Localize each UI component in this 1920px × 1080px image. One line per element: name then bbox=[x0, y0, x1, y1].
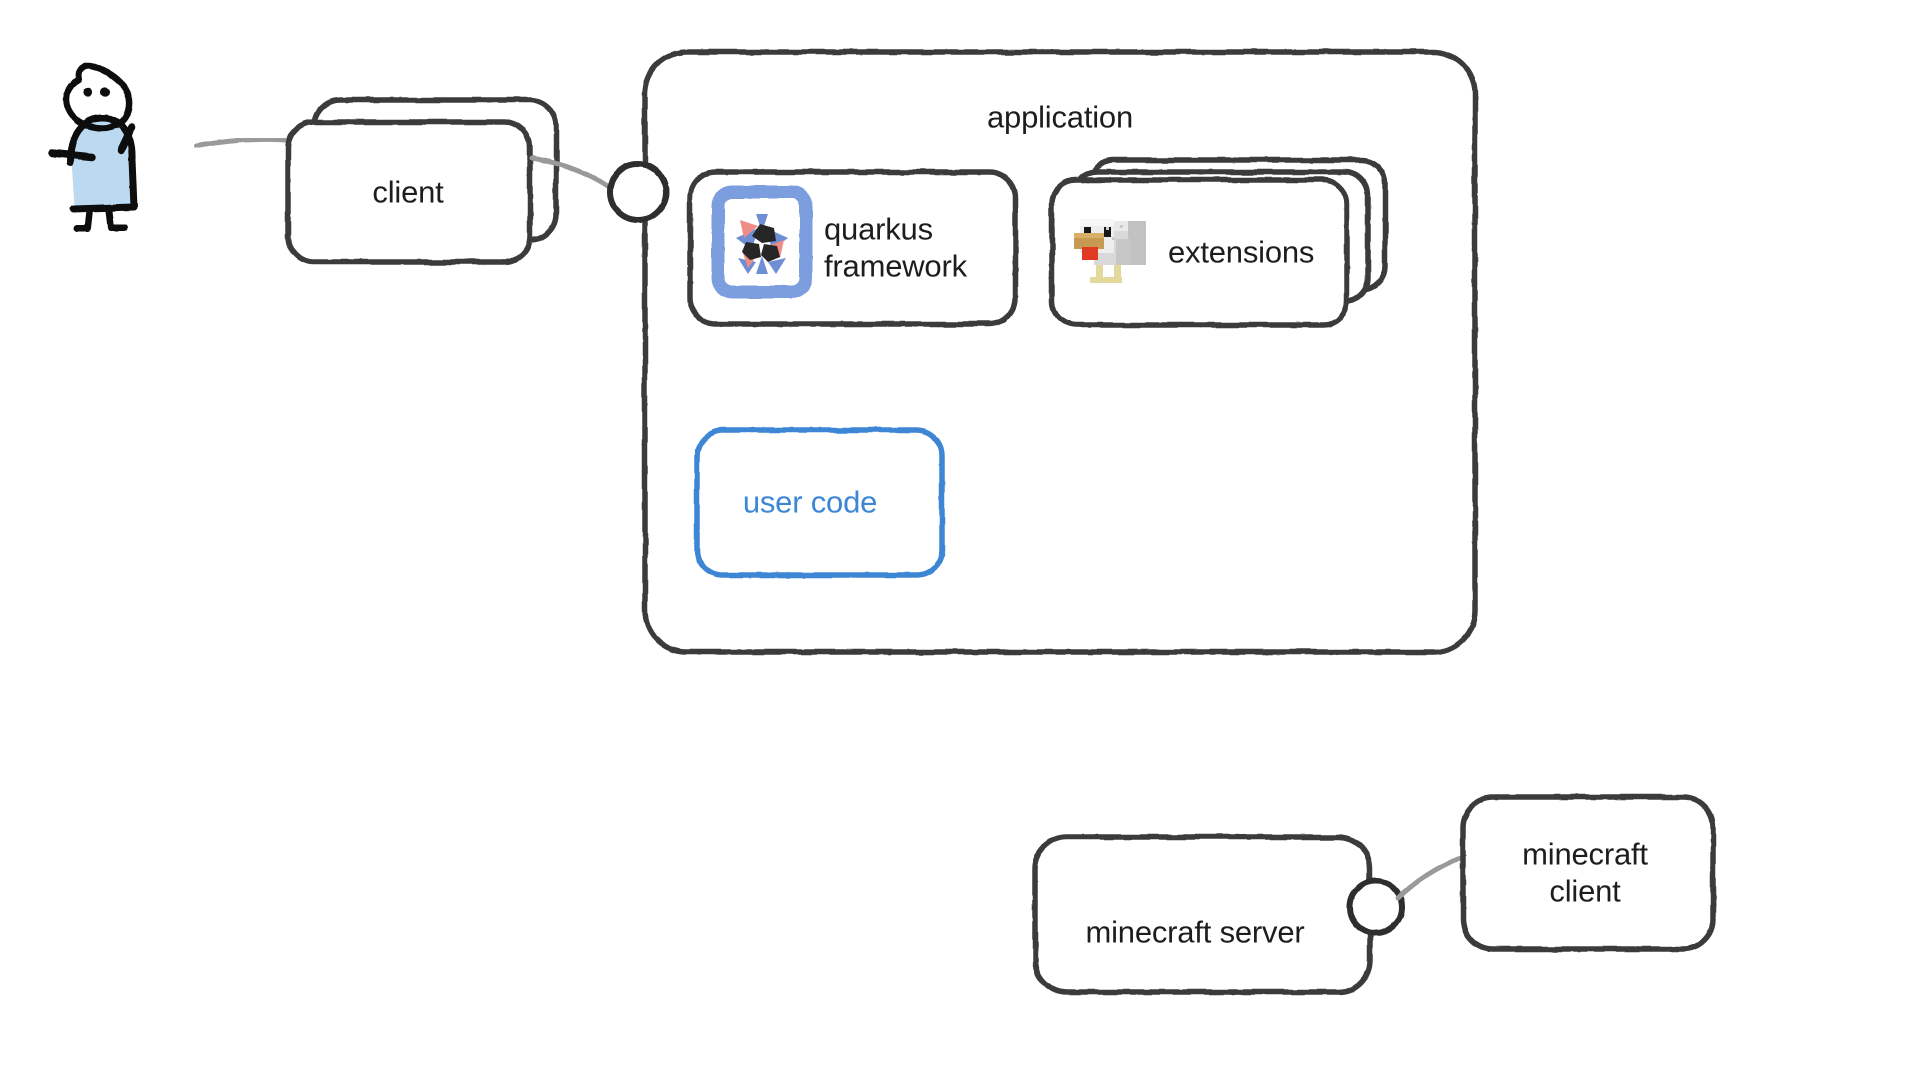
client-card-front bbox=[285, 119, 533, 265]
connector-actor-to-client bbox=[193, 136, 289, 149]
minecraft-client-label-line2: client bbox=[1549, 873, 1621, 908]
actor-leg-right bbox=[105, 207, 128, 232]
actor-arm-right bbox=[117, 123, 136, 154]
actor-head bbox=[63, 62, 133, 132]
minecraft-client-label-line1: minecraft bbox=[1522, 836, 1648, 872]
quarkus-logo-icon bbox=[711, 185, 813, 299]
actor-stick-figure bbox=[48, 62, 138, 232]
minecraft-client-box[interactable] bbox=[1460, 794, 1716, 952]
user-code-label: user code bbox=[742, 484, 878, 520]
minecraft-server-label: minecraft server bbox=[1085, 914, 1305, 950]
actor-arm-left bbox=[48, 149, 96, 161]
extensions-card-front bbox=[1049, 177, 1350, 328]
extensions-label: extensions bbox=[1168, 234, 1315, 270]
actor-eye-right bbox=[100, 87, 110, 97]
actor-leg-left bbox=[73, 206, 94, 232]
connector-minecraft-server-to-client bbox=[1395, 852, 1471, 901]
quarkus-label-line2: framework bbox=[824, 248, 967, 283]
user-code-box[interactable] bbox=[694, 427, 945, 578]
minecraft-chicken-icon bbox=[1074, 219, 1146, 283]
actor-eye-left bbox=[83, 87, 93, 97]
actor-body-fill bbox=[71, 118, 133, 207]
connector-client-to-application bbox=[529, 155, 611, 189]
extensions-stack[interactable] bbox=[1049, 157, 1388, 328]
client-stack[interactable] bbox=[285, 97, 559, 265]
client-label: client bbox=[372, 174, 444, 210]
minecraft-server-port-circle[interactable] bbox=[1347, 878, 1405, 936]
quarkus-label-line1: quarkus bbox=[824, 211, 933, 247]
application-label: application bbox=[986, 99, 1134, 135]
application-port-circle[interactable] bbox=[607, 161, 669, 223]
actor-torso bbox=[66, 114, 138, 213]
